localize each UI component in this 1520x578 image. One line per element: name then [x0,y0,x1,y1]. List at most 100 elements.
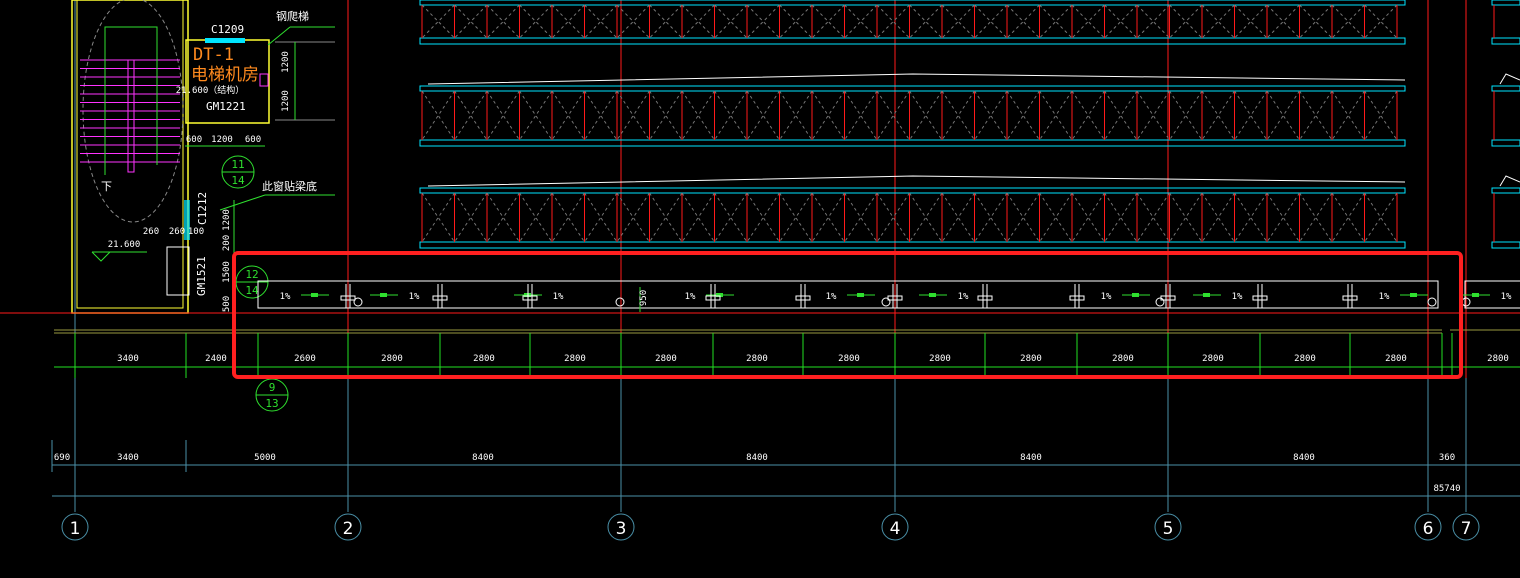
stair-down-label: 下 [101,180,112,193]
detail-ref-11-14[interactable]: 11 14 [221,155,255,189]
outer-dim-label: 8400 [1293,453,1315,463]
truss-row [1491,73,1520,147]
inner-dimension-chain: 3400 2400 2600 2800 2800 2800 2800 2800 2800 2800… [54,333,1520,378]
detail-ref-9-13[interactable]: 9 13 [255,378,289,412]
svg-text:1%: 1% [826,292,837,302]
slope-marker: 1% [370,292,420,302]
inner-dim-label: 2800 [1202,354,1224,364]
truss-row [1491,175,1520,249]
drain-outlet [353,297,363,307]
dim-500: 500 [222,296,232,312]
selection-highlight-box[interactable] [232,251,1463,379]
axis-label: 2 [343,519,354,539]
inner-dim-label: 2800 [564,354,586,364]
axis-bubble-3[interactable]: 3 [607,513,635,541]
dim-950: 950 [639,290,649,306]
dim-1200-b: 1200 [281,90,291,112]
gutter-support [340,295,356,301]
slope-marker: 1% [826,292,875,302]
dim-1200-a: 1200 [281,51,291,73]
detail-ref-12-14[interactable]: 12 14 [235,265,269,299]
gutter-support [1069,295,1085,301]
axis-bubble-4[interactable]: 4 [881,513,909,541]
svg-text:1%: 1% [280,292,291,302]
slope-marker: 1% [1379,292,1428,302]
truss-row [419,0,1406,45]
slope-marker: 1% [1193,292,1243,302]
inner-dim-label: 2600 [294,354,316,364]
outer-dim-label: 690 [54,453,70,463]
window-c1209-label: C1209 [211,23,244,36]
truss-row [419,73,1406,147]
slope-arrows: 1% 1% 1% 1% 1% 1% 1% 1% 1% 1% [280,284,1512,308]
dim-1200-d: 1200 [222,209,232,231]
svg-text:9: 9 [269,381,276,394]
gutter-support [522,295,538,301]
svg-text:1%: 1% [1379,292,1390,302]
dim-600-a: 600 [186,135,202,145]
window-c1212-label: C1212 [196,192,209,225]
svg-text:14: 14 [245,284,259,297]
drain-outlet [615,297,625,307]
dim-100: 100 [188,227,204,237]
dim-1500: 1500 [222,261,232,283]
gutter-support [1252,295,1268,301]
door-gm1521-label: GM1521 [195,256,208,296]
axis-label: 1 [70,519,81,539]
svg-text:1%: 1% [1101,292,1112,302]
svg-text:1%: 1% [958,292,969,302]
inner-dim-label: 2800 [929,354,951,364]
truss-row [1491,0,1520,45]
inner-dim-label: 2800 [1487,354,1509,364]
svg-text:12: 12 [245,268,258,281]
drain-outlet [881,297,891,307]
inner-dim-label: 2400 [205,354,227,364]
svg-text:1%: 1% [553,292,564,302]
inner-dim-label: 2800 [381,354,403,364]
axis-label: 4 [890,519,901,539]
outer-dim-label: 8400 [1020,453,1042,463]
gutter-support [432,295,448,301]
svg-text:1%: 1% [1501,292,1512,302]
inner-dim-label: 2800 [1294,354,1316,364]
inner-dim-label: 2800 [1020,354,1042,364]
svg-text:1%: 1% [1232,292,1243,302]
axis-label: 3 [616,519,627,539]
outer-dim-label: 360 [1439,453,1455,463]
axis-bubble-5[interactable]: 5 [1154,513,1182,541]
inner-dim-label: 2800 [746,354,768,364]
inner-dim-label: 2800 [838,354,860,364]
svg-text:1%: 1% [409,292,420,302]
gutter-support [705,295,721,301]
axis-bubble-6[interactable]: 6 [1414,513,1442,541]
total-dimension: 85740 [1433,484,1460,494]
dim-600-b: 600 [245,135,261,145]
elevator-code: DT-1 [193,45,234,65]
roof-truss-group [419,0,1520,249]
inner-dim-label: 2800 [1385,354,1407,364]
inner-dim-label: 2800 [473,354,495,364]
outer-dim-label: 8400 [746,453,768,463]
inner-dim-label: 2800 [1112,354,1134,364]
elevator-room-elevation: 21.600（结构） [176,84,245,96]
window-beam-note: 此窗贴梁底 [262,179,317,193]
svg-text:1%: 1% [685,292,696,302]
axis-bubble-1[interactable]: 1 [61,513,89,541]
outer-dim-label: 8400 [472,453,494,463]
drain-outlet [1427,297,1437,307]
dim-200: 200 [222,235,232,251]
axis-bubble-2[interactable]: 2 [334,513,362,541]
slope-marker: 1% [919,292,969,302]
gutter-support [795,295,811,301]
axis-bubble-7[interactable]: 7 [1452,513,1480,541]
stair-steps [80,59,180,163]
slope-marker: 1% [1101,292,1150,302]
inner-dim-label: 3400 [117,354,139,364]
svg-text:14: 14 [231,174,245,187]
svg-text:11: 11 [231,158,244,171]
roof-gutter-strip: 950 [0,280,1520,334]
axis-label: 5 [1163,519,1174,539]
